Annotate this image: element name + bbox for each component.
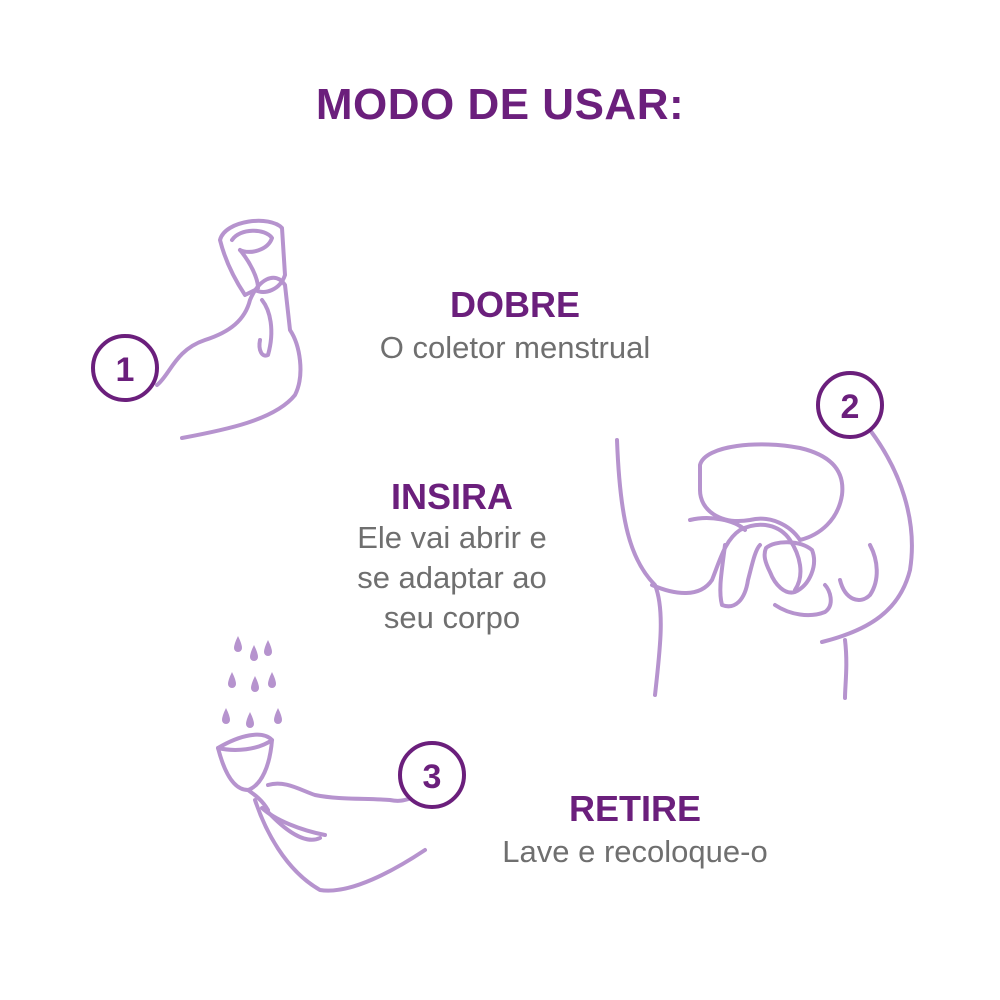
page-title: MODO DE USAR: [315,80,685,129]
step-number-badge-3: 3 [398,741,466,809]
hand-washing-cup-icon [216,732,427,893]
body-cross-section-icon [615,428,914,700]
step-number-3: 3 [423,758,442,796]
step-2-description-line-3: seu corpo [383,600,521,635]
step-1-description: O coletor menstrual [379,330,651,365]
step-3-description: Lave e recoloque-o [502,834,768,869]
step-2-description-line-2: se adaptar ao [357,560,547,595]
step-number-badge-1: 1 [91,334,159,402]
water-drops-icon [222,636,282,728]
step-number-1: 1 [116,351,135,389]
hand-folding-cup-icon [155,218,303,440]
step-2-heading: INSIRA [390,476,513,517]
step-1-heading: DOBRE [449,284,580,325]
step-2-description-line-1: Ele vai abrir e [357,520,547,555]
step-3-heading: RETIRE [568,788,701,829]
step-number-badge-2: 2 [816,371,884,439]
step-number-2: 2 [841,388,860,426]
